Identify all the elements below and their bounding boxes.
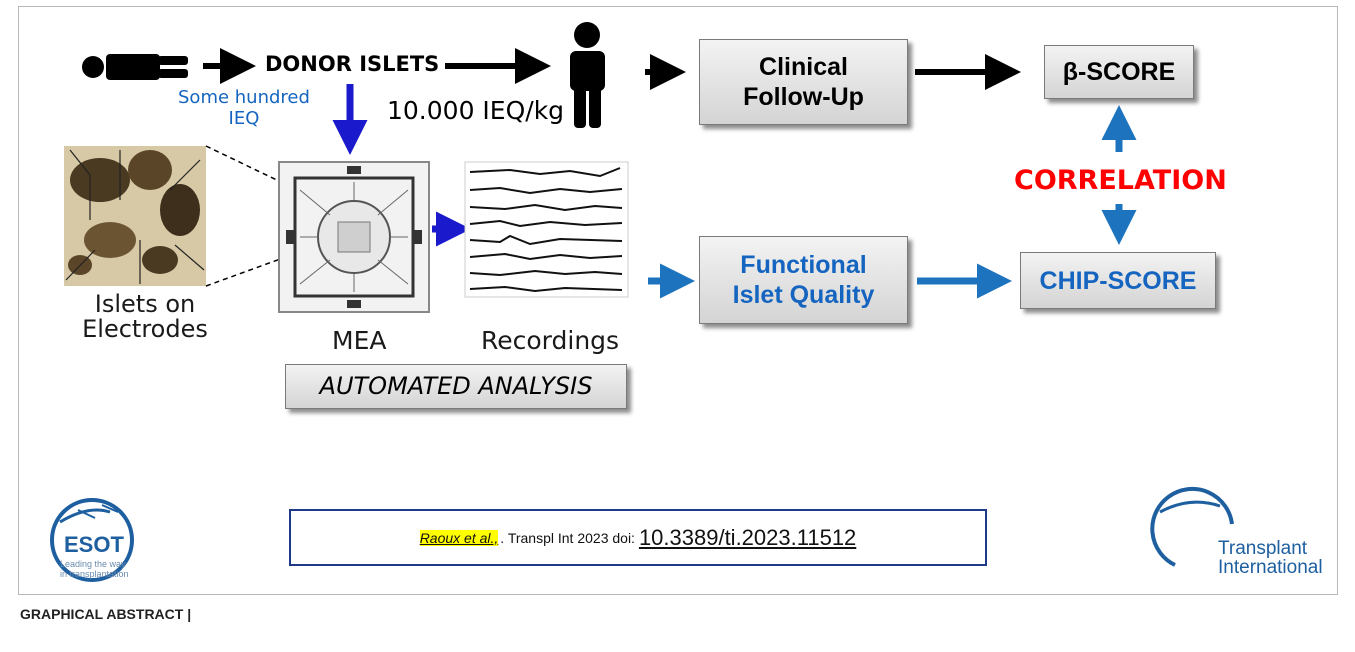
- automated-analysis-box: AUTOMATED ANALYSIS: [285, 364, 627, 409]
- esot-logo-icon: [50, 498, 134, 582]
- citation-authors[interactable]: Raoux et al.,: [419, 529, 499, 546]
- transplant-international-logo-icon: [1150, 486, 1234, 567]
- islets-photo: [64, 146, 206, 286]
- esot-tagline-line2: in transplantation: [60, 568, 129, 579]
- esot-tagline: Leading the way in transplantation: [60, 559, 129, 580]
- islets-on-electrodes-caption: Islets on Electrodes: [70, 290, 220, 344]
- mea-chip-icon: [278, 161, 430, 313]
- ti-line2: International: [1218, 557, 1323, 578]
- clinical-followup-box: Clinical Follow-Up: [699, 39, 908, 125]
- correlation-label: CORRELATION: [1014, 165, 1227, 196]
- ti-line1: Transplant: [1218, 538, 1308, 559]
- donor-islets-label: DONOR ISLETS: [265, 52, 440, 76]
- functional-line1: Functional: [740, 251, 867, 279]
- functional-islet-quality-box: Functional Islet Quality: [699, 236, 908, 324]
- citation-box: Raoux et al., . Transpl Int 2023 doi: 10…: [289, 509, 987, 566]
- islets-caption-line1: Islets on: [94, 290, 196, 318]
- esot-name: ESOT: [64, 532, 124, 557]
- some-hundred-line2: IEQ: [228, 107, 260, 129]
- recordings-caption: Recordings: [481, 326, 620, 355]
- mea-caption: MEA: [332, 326, 387, 355]
- dose-label: 10.000 IEQ/kg: [387, 96, 565, 125]
- citation-journal: . Transpl Int 2023 doi:: [500, 529, 635, 546]
- beta-score-box: β-SCORE: [1044, 45, 1194, 99]
- some-hundred-line1: Some hundred: [178, 87, 310, 108]
- clinical-line1: Clinical: [759, 53, 848, 81]
- patient-icon: [570, 22, 605, 128]
- citation-doi-link[interactable]: 10.3389/ti.2023.11512: [638, 524, 857, 550]
- beta-score-label: β-SCORE: [1062, 58, 1176, 86]
- some-hundred-label: Some hundred IEQ: [178, 87, 310, 129]
- chip-score-label: CHIP-SCORE: [1039, 266, 1197, 295]
- lying-donor-icon: [82, 54, 188, 80]
- ti-logo-text: Transplant International: [1218, 539, 1323, 577]
- esot-tagline-line1: Leading the way: [60, 559, 126, 569]
- clinical-line2: Follow-Up: [743, 83, 864, 111]
- automated-analysis-label: AUTOMATED ANALYSIS: [319, 372, 593, 401]
- functional-line2: Islet Quality: [732, 281, 875, 309]
- recordings-traces: [464, 161, 629, 298]
- islets-caption-line2: Electrodes: [82, 315, 208, 344]
- figure-footer-label: GRAPHICAL ABSTRACT |: [20, 606, 192, 622]
- chip-score-box: CHIP-SCORE: [1020, 252, 1216, 309]
